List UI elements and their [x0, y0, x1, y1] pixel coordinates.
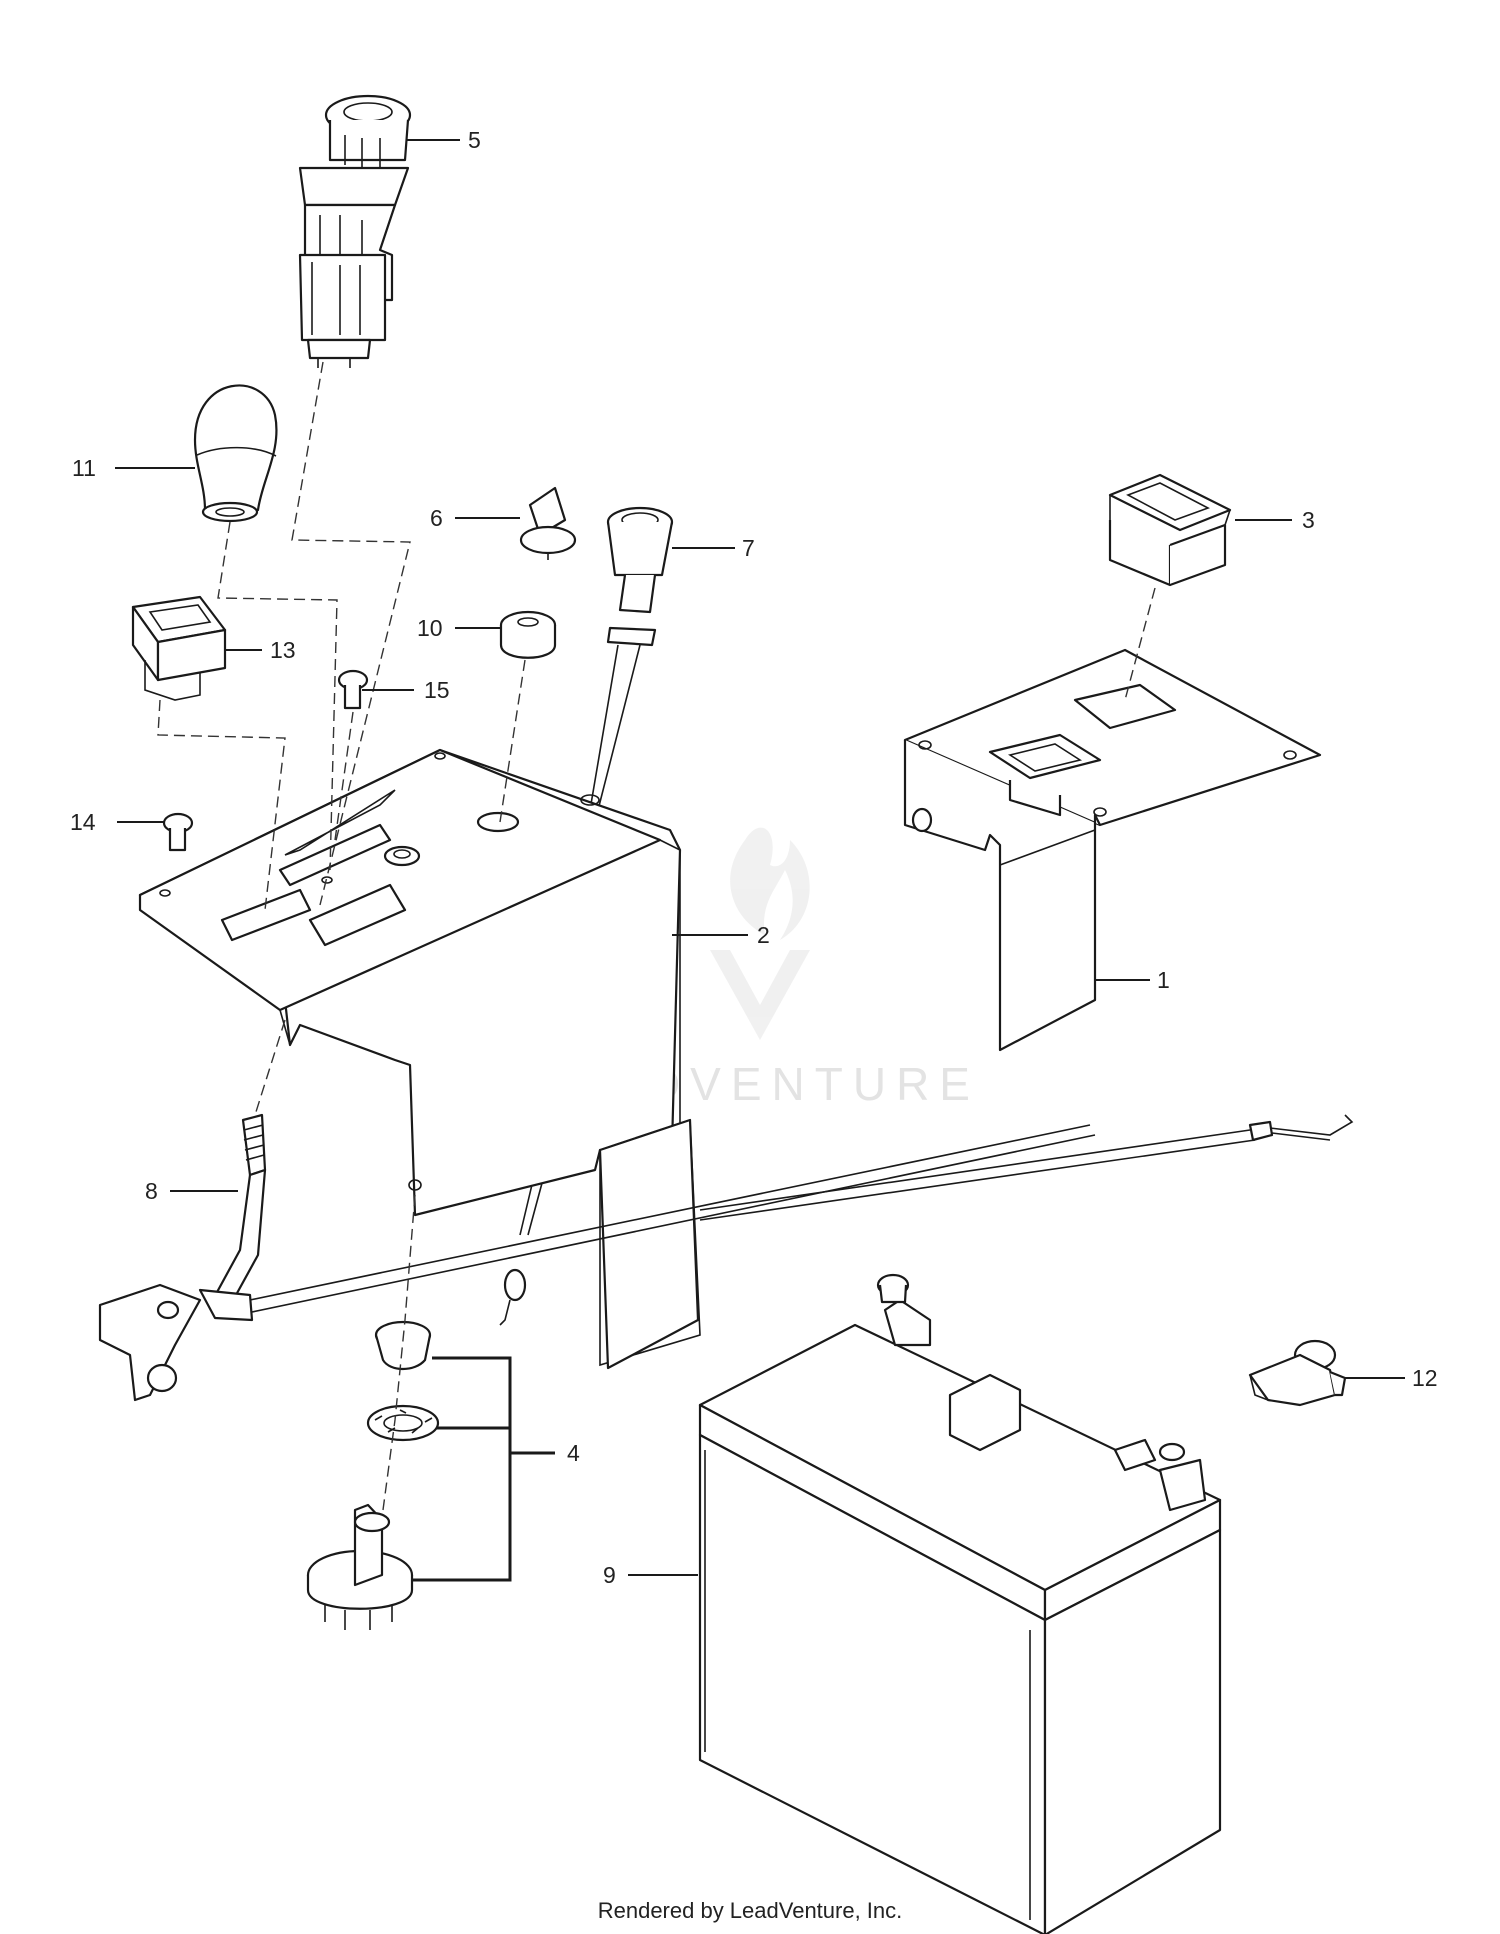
part-10-grommet [499, 610, 557, 659]
part-9-battery [698, 1273, 1222, 1934]
part-4-ignition-switch [306, 1320, 440, 1630]
part-14-screw [162, 812, 194, 852]
callout-6: 6 [430, 505, 443, 531]
callout-1: 1 [1157, 967, 1170, 993]
part-4-bracket [412, 1356, 555, 1582]
callout-7: 7 [742, 535, 755, 561]
part-13-rocker-switch [131, 595, 227, 701]
assembly-guide-lines [157, 361, 1156, 1511]
part-3-rocker-switch [1108, 473, 1232, 587]
part-15-screw [337, 669, 369, 710]
callout-9: 9 [603, 1562, 616, 1588]
callout-14: 14 [70, 809, 96, 835]
callout-3: 3 [1302, 507, 1315, 533]
part-5-switch [298, 94, 412, 368]
part-1-side-bracket [903, 648, 1322, 1052]
callout-15: 15 [424, 677, 450, 703]
callout-labels: 5 11 6 7 3 10 13 15 14 2 1 8 4 9 12 [70, 127, 1438, 1588]
part-6-key [519, 486, 577, 560]
part-2-control-panel [138, 748, 701, 1370]
callout-4: 4 [567, 1440, 580, 1466]
callout-13: 13 [270, 637, 296, 663]
callout-12: 12 [1412, 1365, 1438, 1391]
part-8-lever [98, 1113, 1096, 1402]
callout-5: 5 [468, 127, 481, 153]
part-12-terminal-boot [1248, 1339, 1347, 1407]
throttle-cable [699, 1114, 1354, 1221]
part-11-knob [193, 384, 278, 523]
callout-8: 8 [145, 1178, 158, 1204]
part-7-choke-cable [499, 506, 674, 1326]
callout-2: 2 [757, 922, 770, 948]
callout-10: 10 [417, 615, 443, 641]
footer-credit: Rendered by LeadVenture, Inc. [597, 1898, 903, 1923]
leader-lines [115, 139, 1405, 1576]
callout-11: 11 [72, 455, 96, 481]
flame-v-logo-icon [710, 827, 810, 1040]
